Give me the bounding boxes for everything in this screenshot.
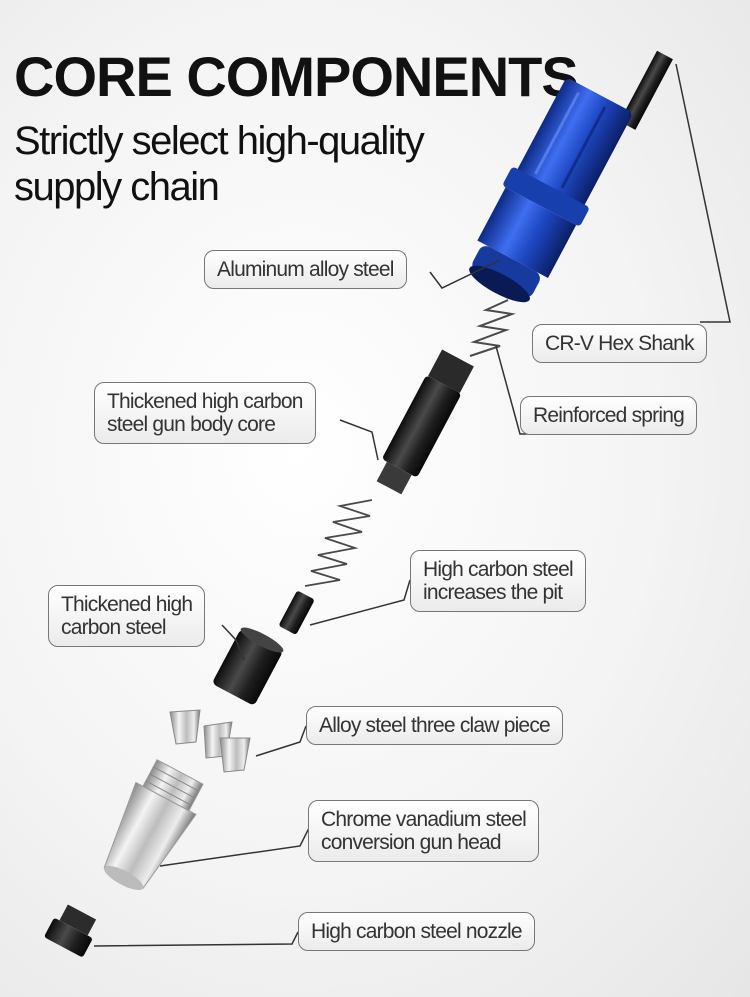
callout-gun-body-core: Thickened high carbon steel gun body cor… (94, 382, 316, 444)
callout-three-claw-piece: Alloy steel three claw piece (306, 706, 563, 745)
callout-increases-pit: High carbon steel increases the pit (410, 550, 586, 612)
callout-increases-pit-line-2: increases the pit (423, 581, 563, 604)
callout-reinforced-spring: Reinforced spring (520, 396, 697, 435)
pit-pin (279, 591, 314, 634)
hex-shank (619, 50, 673, 130)
callout-conversion-gun-head-line-1: Chrome vanadium steel (321, 808, 527, 831)
black-sleeve (213, 627, 284, 705)
callout-gun-body-core-line-2: steel gun body core (107, 413, 276, 436)
middle-spring (304, 499, 373, 587)
callout-aluminum-alloy-steel: Aluminum alloy steel (204, 250, 407, 289)
callout-thickened-sleeve-line-1: Thickened high (61, 593, 193, 616)
page-title: CORE COMPONENTS (14, 45, 579, 108)
nozzle (44, 904, 97, 957)
callout-gun-body-core-line-1: Thickened high carbon (107, 390, 303, 413)
claw-pieces (169, 709, 251, 773)
callout-conversion-gun-head: Chrome vanadium steel conversion gun hea… (308, 800, 539, 862)
upper-spring (469, 299, 516, 357)
subtitle-line-1: Strictly select high-quality (14, 119, 425, 163)
callout-thickened-sleeve-line-2: carbon steel (61, 616, 167, 639)
gun-body-core (376, 349, 474, 495)
leader-lines (93, 63, 731, 947)
subtitle-line-2: supply chain (14, 165, 220, 209)
callout-conversion-gun-head-line-2: conversion gun head (321, 831, 502, 854)
callout-thickened-sleeve: Thickened high carbon steel (48, 585, 206, 647)
callout-cr-v-hex-shank: CR-V Hex Shank (532, 324, 707, 363)
callout-increases-pit-line-1: High carbon steel (423, 558, 574, 581)
callout-steel-nozzle: High carbon steel nozzle (298, 912, 535, 951)
page-subtitle: Strictly select high-quality supply chai… (14, 118, 534, 210)
chrome-gun-head (103, 759, 204, 890)
blue-housing (469, 79, 632, 303)
